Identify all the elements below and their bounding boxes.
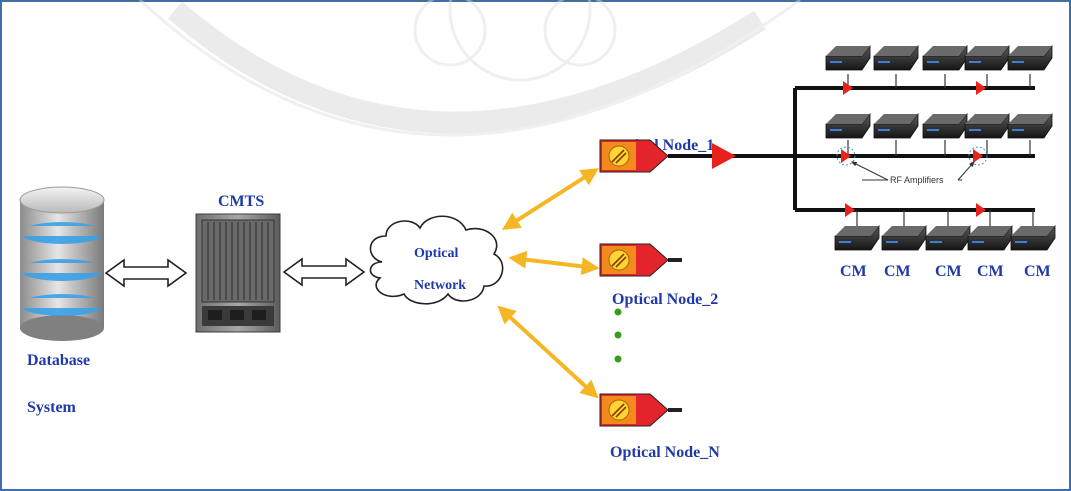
optical-node-2-icon xyxy=(599,243,682,277)
fiber-links xyxy=(497,168,600,399)
amp-row2-a xyxy=(841,149,851,163)
nodeN-label: Optical Node_N xyxy=(610,444,720,461)
cloud-label-line1: Optical xyxy=(414,246,458,261)
cable-modem-icon xyxy=(873,112,919,139)
cloud-label-line2: Network xyxy=(414,278,466,293)
double-arrow-db-cmts xyxy=(104,258,188,288)
fiber-link-nodeN xyxy=(497,305,599,399)
cm-label-3: CM xyxy=(935,263,962,280)
line-amplifiers xyxy=(841,81,986,217)
cm-label-1: CM xyxy=(840,263,867,280)
cable-modem-icon xyxy=(922,112,968,139)
database-icon xyxy=(19,186,105,341)
rf-amplifiers-callout xyxy=(850,161,975,181)
cable-modem-icon xyxy=(873,44,919,71)
cable-modem-icon xyxy=(964,44,1010,71)
trunk-amplifier-icon xyxy=(712,143,736,169)
ellipsis-dots xyxy=(614,308,622,363)
fiber-link-node2 xyxy=(508,250,600,276)
amp-row1-b xyxy=(976,81,986,95)
cable-modem-icon xyxy=(825,112,871,139)
cable-modem-icon xyxy=(964,112,1010,139)
cm-label-2: CM xyxy=(884,263,911,280)
node2-label: Optical Node_2 xyxy=(612,291,718,308)
drop-lines xyxy=(847,74,1034,226)
cable-modem-icon xyxy=(967,224,1013,251)
database-label-line1: Database xyxy=(27,352,90,369)
amp-row3-a xyxy=(845,203,855,217)
amp-row1-a xyxy=(843,81,853,95)
amp-highlight-b xyxy=(968,146,988,166)
amp-row3-b xyxy=(976,203,986,217)
optical-node-1-icon xyxy=(599,139,669,173)
watermark-seal xyxy=(138,0,801,137)
cable-modem-icon xyxy=(1007,112,1053,139)
cable-modems xyxy=(825,44,1056,251)
cable-modem-icon xyxy=(925,224,971,251)
cable-modem-icon xyxy=(1007,44,1053,71)
cm-label-4: CM xyxy=(977,263,1004,280)
amp-row2-b xyxy=(973,149,983,163)
database-label-line2: System xyxy=(27,399,77,416)
rf-amplifiers-label: RF Amplifiers xyxy=(890,175,944,185)
cable-modem-icon xyxy=(922,44,968,71)
fiber-link-node1 xyxy=(501,168,600,230)
cable-modem-icon xyxy=(881,224,927,251)
cable-modem-icon xyxy=(1010,224,1056,251)
optical-network-cloud-icon xyxy=(369,215,504,305)
cmts-device-icon xyxy=(195,213,281,333)
cable-modem-icon xyxy=(834,224,880,251)
optical-node-n-icon xyxy=(599,393,682,427)
cmts-label: CMTS xyxy=(218,193,264,210)
double-arrow-cmts-cloud xyxy=(282,257,366,287)
cm-label-5: CM xyxy=(1024,263,1051,280)
cable-modem-icon xyxy=(825,44,871,71)
amp-highlight-a xyxy=(836,146,856,166)
